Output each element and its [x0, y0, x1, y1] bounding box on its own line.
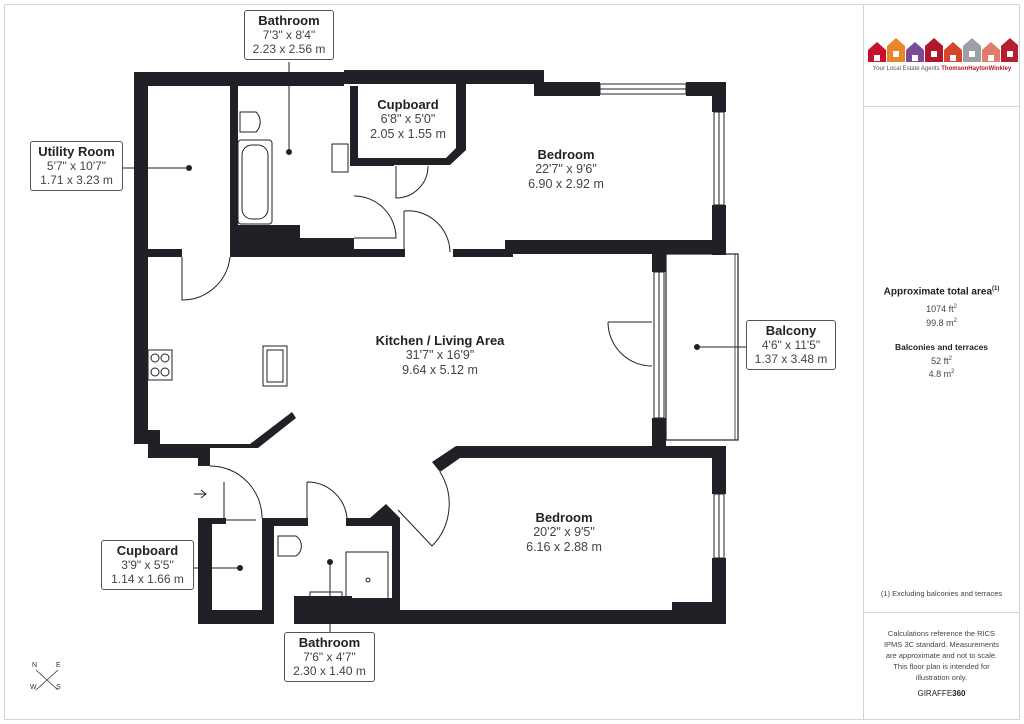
compass-s: S — [56, 684, 61, 691]
compass-e: E — [56, 662, 61, 669]
room-metric: 2.23 x 2.56 m — [252, 42, 326, 56]
room-name: Bathroom — [258, 13, 320, 28]
credit-text: GIRAFFE — [917, 689, 953, 698]
logo-house-icon — [963, 38, 981, 62]
fixtures — [147, 111, 389, 609]
area-sqm: 99.8 m2 — [866, 318, 1017, 328]
page-frame — [4, 4, 1020, 720]
room-name: Utility Room — [38, 144, 115, 159]
room-imperial: 7'3" x 8'4" — [262, 28, 316, 42]
label-cupboard-top: Cupboard 6'8" x 5'0" 2.05 x 1.55 m — [370, 97, 446, 142]
logo-house-icon — [982, 42, 1000, 62]
logo-house-icon — [925, 38, 943, 62]
leader-lines — [123, 62, 748, 634]
logo-house-icon — [887, 38, 905, 62]
room-imperial: 22'7" x 9'6" — [535, 162, 597, 176]
compass-icon: N E W S — [28, 662, 68, 696]
logo-house-icon — [868, 42, 886, 62]
room-name: Balcony — [765, 323, 817, 338]
room-metric: 2.30 x 1.40 m — [293, 664, 366, 678]
room-imperial: 4'6" x 11'5" — [761, 338, 821, 352]
room-name: Cupboard — [116, 543, 179, 558]
balconies-sqm: 4.8 m2 — [866, 369, 1017, 379]
room-name: Cupboard — [377, 97, 439, 112]
room-metric: 1.71 x 3.23 m — [40, 173, 113, 187]
label-balcony: Balcony 4'6" x 11'5" 1.37 x 3.48 m — [746, 320, 836, 370]
doors — [181, 165, 653, 547]
balconies-sqm-value: 4.8 m — [928, 369, 952, 379]
room-imperial: 7'6" x 4'7" — [303, 650, 356, 664]
compass-n: N — [32, 662, 38, 669]
estate-agent-logo — [868, 38, 1018, 62]
credit: GIRAFFE360 — [866, 689, 1017, 698]
room-metric: 6.90 x 2.92 m — [528, 177, 604, 191]
balconies-heading: Balconies and terraces — [894, 342, 989, 352]
sup-2: 2 — [953, 304, 957, 310]
label-cupboard-bottom: Cupboard 3'9" x 5'5" 1.14 x 1.66 m — [101, 540, 194, 590]
logo-caption: Your Local Estate Agents ThomsonHaytonWi… — [866, 66, 1018, 72]
logo-window-icon — [874, 55, 880, 61]
sup-2: 2 — [948, 356, 952, 362]
sup-2: 2 — [953, 318, 957, 324]
label-bedroom-bottom: Bedroom 20'2" x 9'5" 6.16 x 2.88 m — [526, 510, 602, 555]
logo-house-icon — [1001, 38, 1018, 62]
room-name: Bedroom — [535, 510, 593, 525]
area-sqft-value: 1074 ft — [926, 304, 954, 314]
area-heading-text: Approximate total area — [883, 286, 993, 298]
logo-tagline: Your Local Estate Agents — [872, 66, 940, 72]
room-imperial: 5'7" x 10'7" — [46, 159, 107, 173]
balconies-sqft: 52 ft2 — [866, 356, 1017, 366]
label-bathroom-bottom: Bathroom 7'6" x 4'7" 2.30 x 1.40 m — [284, 632, 375, 682]
floor-plan — [123, 62, 748, 634]
room-imperial: 6'8" x 5'0" — [380, 112, 436, 126]
room-imperial: 3'9" x 5'5" — [121, 558, 174, 572]
room-metric: 9.64 x 5.12 m — [402, 363, 478, 377]
logo-house-icon — [906, 42, 924, 62]
logo-window-icon — [969, 51, 975, 57]
room-imperial: 31'7" x 16'9" — [405, 348, 475, 362]
logo-window-icon — [950, 55, 956, 61]
compass-w: W — [30, 684, 37, 691]
credit-bold: 360 — [952, 689, 966, 698]
windows — [599, 83, 725, 559]
area-sqft: 1074 ft2 — [866, 304, 1017, 314]
room-name: Kitchen / Living Area — [375, 333, 505, 348]
info-sidebar — [863, 4, 1020, 720]
logo-window-icon — [988, 55, 994, 61]
room-imperial: 20'2" x 9'5" — [533, 525, 595, 539]
disclaimer: Calculations reference the RICS IPMS 3C … — [883, 629, 1000, 682]
label-utility-room: Utility Room 5'7" x 10'7" 1.71 x 3.23 m — [30, 141, 123, 191]
sup-2: 2 — [951, 369, 955, 375]
label-bedroom-top: Bedroom 22'7" x 9'6" 6.90 x 2.92 m — [528, 147, 604, 192]
room-metric: 1.37 x 3.48 m — [754, 352, 828, 366]
room-name: Bedroom — [537, 147, 595, 162]
sidebar-divider — [863, 612, 1020, 613]
room-metric: 2.05 x 1.55 m — [370, 127, 446, 141]
label-kitchen-living: Kitchen / Living Area 31'7" x 16'9" 9.64… — [376, 333, 505, 378]
room-name: Bathroom — [298, 635, 361, 650]
label-bathroom-top: Bathroom 7'3" x 8'4" 2.23 x 2.56 m — [244, 10, 334, 60]
room-metric: 1.14 x 1.66 m — [111, 572, 184, 586]
footnote: (1) Excluding balconies and terraces — [880, 589, 1003, 598]
logo-brand-name: ThomsonHaytonWinkley — [941, 66, 1012, 72]
logo-window-icon — [1007, 51, 1013, 57]
area-heading-sup: (1) — [992, 286, 1000, 292]
logo-window-icon — [893, 51, 899, 57]
sidebar-divider — [863, 106, 1020, 107]
logo-house-icon — [944, 42, 962, 62]
room-metric: 6.16 x 2.88 m — [526, 540, 602, 554]
area-sqm-value: 99.8 m — [926, 318, 954, 328]
balconies-sqft-value: 52 ft — [931, 356, 949, 366]
logo-window-icon — [931, 51, 937, 57]
walls — [134, 70, 726, 624]
area-heading: Approximate total area(1) — [866, 286, 1017, 297]
logo-window-icon — [912, 55, 918, 61]
